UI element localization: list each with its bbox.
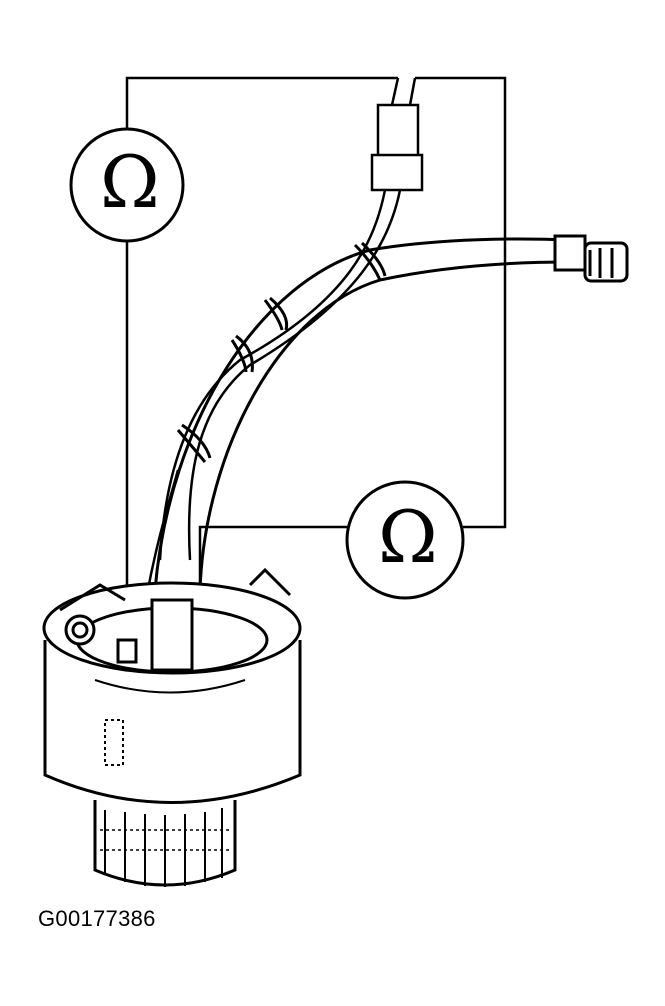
pump-body — [42, 567, 302, 804]
wire-harness — [138, 77, 424, 641]
pump-filter — [93, 800, 237, 887]
figure-caption: G00177386 — [38, 906, 156, 931]
ohmmeter-2-symbol: Ω — [378, 495, 438, 579]
ohmmeter-2 — [345, 480, 465, 600]
ohmmeter-1 — [69, 127, 185, 243]
ohmmeter-1-symbol: Ω — [100, 140, 160, 224]
